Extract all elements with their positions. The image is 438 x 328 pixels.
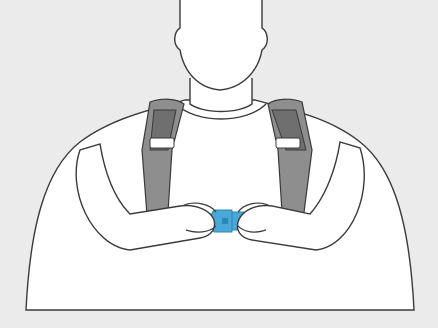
right-strap-adjuster <box>276 138 300 148</box>
left-strap-adjuster <box>150 138 174 148</box>
buckle-slot <box>222 218 228 224</box>
